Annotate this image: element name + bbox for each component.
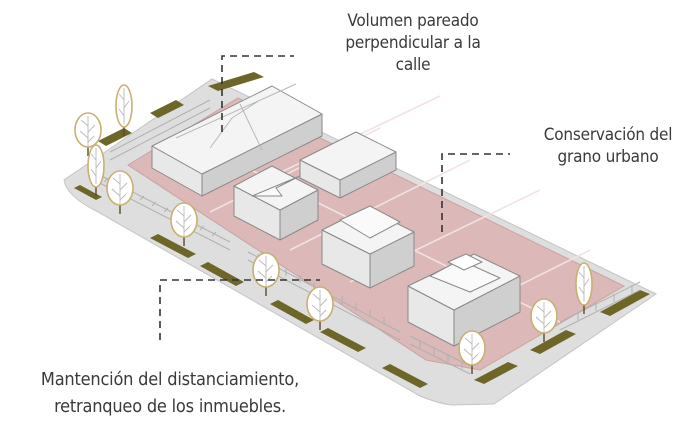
annotation-line: Conservación del bbox=[543, 125, 673, 145]
annotation-mantencion: Mantención del distanciamiento, retranqu… bbox=[0, 366, 340, 420]
leader-conservacion bbox=[441, 153, 510, 232]
annotation-line: calle bbox=[395, 55, 431, 75]
leader-mantencion bbox=[159, 279, 320, 340]
leader-lines bbox=[159, 55, 510, 340]
annotation-line: Volumen pareado bbox=[347, 11, 479, 31]
annotation-line: perpendicular a la bbox=[345, 33, 481, 53]
annotation-line: grano urbano bbox=[557, 147, 659, 167]
annotation-volumen-pareado: Volumen pareado perpendicular a la calle bbox=[318, 10, 508, 76]
leader-volumen bbox=[221, 55, 294, 132]
annotation-line: retranqueo de los inmuebles. bbox=[54, 396, 286, 417]
annotation-line: Mantención del distanciamiento, bbox=[40, 369, 300, 390]
grass-strips bbox=[74, 72, 650, 388]
house-icon bbox=[151, 83, 521, 347]
annotation-conservacion: Conservación del grano urbano bbox=[528, 124, 688, 168]
